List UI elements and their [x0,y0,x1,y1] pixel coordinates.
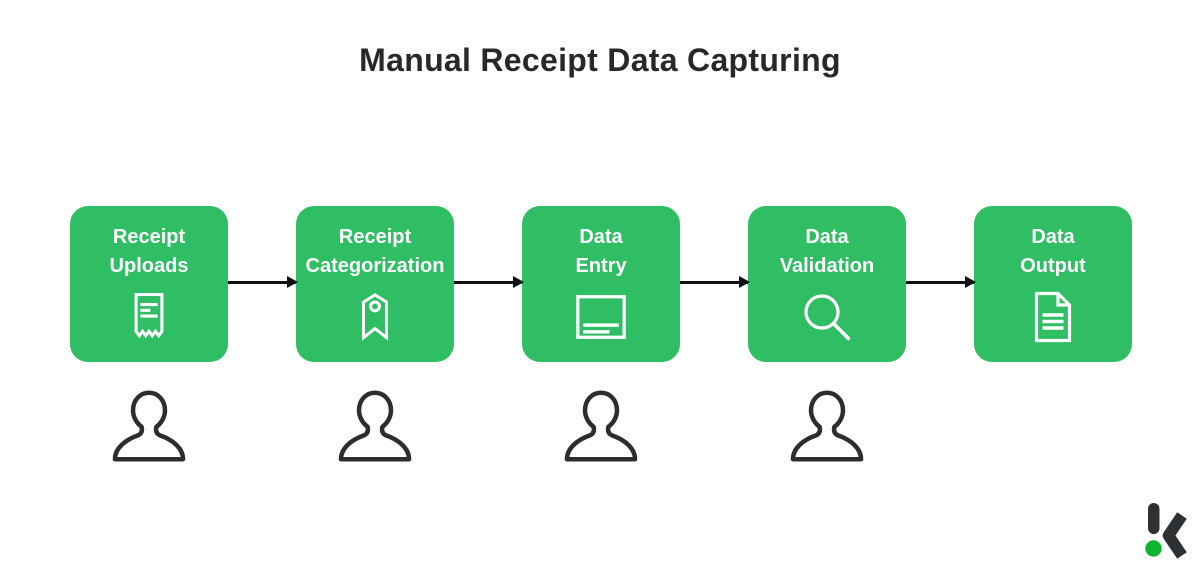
step-label-line: Categorization [305,255,445,277]
step-label: Receipt Categorization [306,223,445,281]
step-label-line: Receipt [112,226,186,248]
step-receipt-uploads: Receipt Uploads [70,206,228,362]
step-icon-wrap [127,281,171,362]
flow-arrow [906,275,976,288]
step-label-line: Data [579,226,623,248]
search-icon [804,293,851,340]
person-icon [338,390,412,462]
diagram-title: Manual Receipt Data Capturing [359,42,841,78]
logo-green-dot [1145,540,1162,557]
logo-chevron [1162,512,1187,559]
process-flow: Receipt Uploads Receipt Categorization [70,206,1132,362]
step-label-line: Validation [779,255,875,277]
step-label-line: Uploads [109,255,189,277]
step-label: Receipt Uploads [110,223,189,281]
step-icon-wrap [576,281,626,362]
step-icon-wrap [801,281,853,362]
step-label: Data Validation [780,223,874,281]
step-label-line: Receipt [338,226,412,248]
person-icon [790,390,864,462]
form-icon [576,294,626,339]
step-data-output: Data Output [974,206,1132,362]
flow-arrow [680,275,750,288]
logo-bar [1148,503,1160,534]
step-label: Data Entry [575,223,626,281]
step-icon-wrap [358,281,392,362]
step-data-entry: Data Entry [522,206,680,362]
klippa-logo [1145,503,1187,559]
flow-arrow [454,275,524,288]
step-label-line: Output [1020,255,1086,277]
document-icon [1034,291,1072,342]
step-data-validation: Data Validation [748,206,906,362]
step-receipt-categorization: Receipt Categorization [296,206,454,362]
receipt-icon [134,292,164,338]
step-icon-wrap [1031,281,1075,362]
step-label-line: Data [1031,226,1075,248]
person-icon [564,390,638,462]
step-label-line: Entry [575,255,627,277]
bookmark-icon [361,292,389,341]
step-label: Data Output [1020,223,1086,281]
step-label-line: Data [805,226,849,248]
person-icon [112,390,186,462]
flow-arrow [228,275,298,288]
